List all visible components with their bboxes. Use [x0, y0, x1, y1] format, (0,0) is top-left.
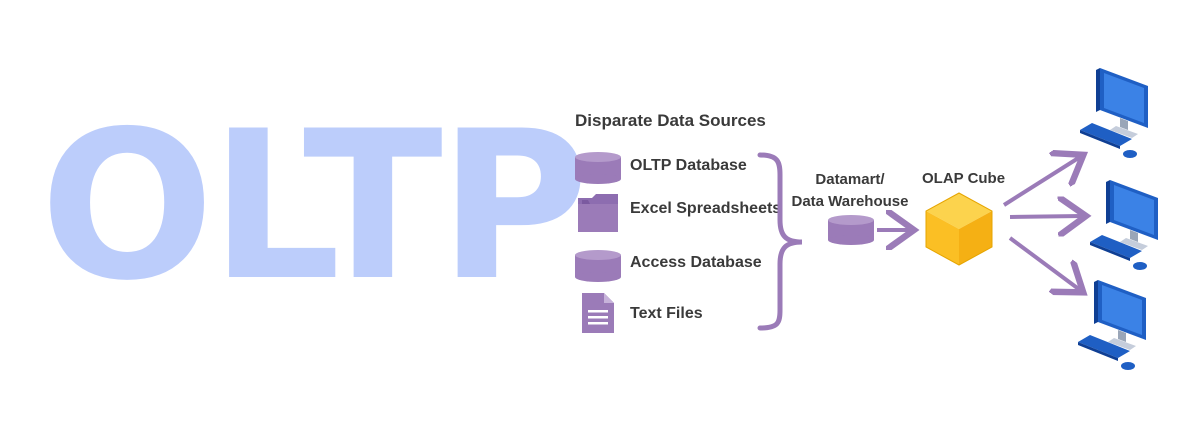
page-title: OLTP: [40, 88, 589, 326]
sources-heading: Disparate Data Sources: [575, 111, 766, 130]
computer-icon: [1090, 180, 1158, 270]
source-label-access-database: Access Database: [630, 254, 762, 271]
computer-icon: [1080, 68, 1148, 158]
grouping-brace: [757, 152, 803, 331]
source-label-oltp-database: OLTP Database: [630, 157, 747, 174]
database-icon: [575, 250, 621, 282]
folder-icon: [578, 194, 618, 232]
cube-icon: [925, 192, 993, 266]
warehouse-label-line1: Datamart/: [815, 171, 885, 188]
source-label-excel-spreadsheets: Excel Spreadsheets: [630, 200, 782, 217]
arrow-to-client-3: [1008, 236, 1080, 290]
computer-icon: [1078, 280, 1146, 370]
source-label-text-files: Text Files: [630, 305, 703, 322]
database-icon: [575, 152, 621, 184]
warehouse-label-line2: Data Warehouse: [791, 193, 909, 210]
warehouse-database-icon: [828, 215, 874, 245]
arrow-to-client-1: [1002, 157, 1080, 207]
document-icon: [582, 293, 614, 333]
arrow-to-client-2: [1009, 216, 1082, 217]
olap-cube-label: OLAP Cube: [922, 170, 1006, 187]
warehouse-label: Datamart/ Data Warehouse: [788, 169, 912, 213]
